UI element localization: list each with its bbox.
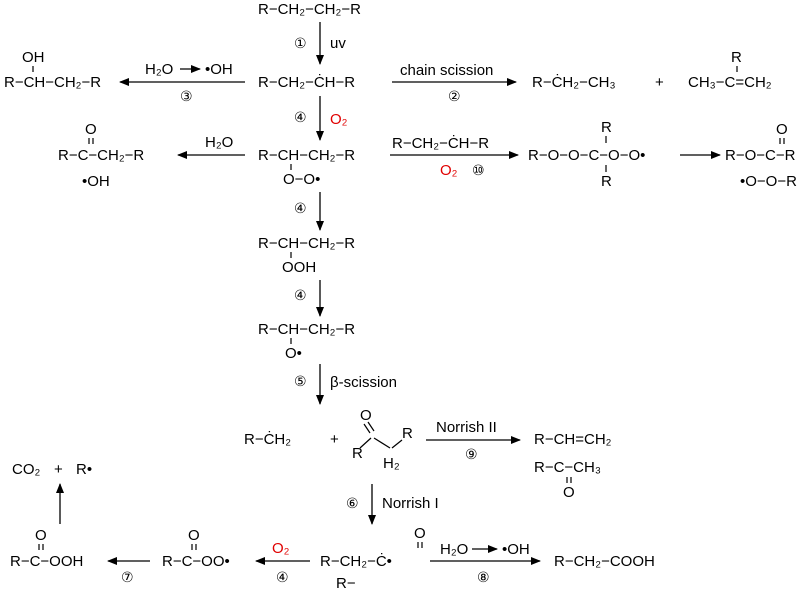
ester-structure: R−O−C−R	[725, 147, 796, 164]
chain-scission-label: chain scission	[400, 62, 493, 79]
alcohol-structure: R−CH−CH₂−R	[4, 74, 101, 91]
alkyl-radical-structure: R−CH₂−ĊH−R	[258, 73, 355, 91]
step-10-number: ⑩	[472, 163, 485, 179]
acylperoxy-o-group: O	[188, 527, 200, 544]
peroxy-radical-structure: R−CH−CH₂−R	[258, 147, 355, 164]
alkene-structure: CH₃−C=CH₂	[688, 74, 772, 91]
dialkyl-r-top: R	[601, 119, 612, 136]
ketone2-r-right: R	[402, 425, 413, 442]
step-2-number: ②	[448, 89, 461, 105]
chain-radical-structure: R−ĊH₂−CH₃	[532, 73, 616, 91]
methyl-radical-structure: R−ĊH₂	[244, 430, 291, 448]
h2o-label-ketone: H₂O	[205, 134, 233, 151]
step-5-number: ⑤	[294, 374, 307, 390]
o2-label-a: O₂	[330, 111, 348, 128]
step-3-number: ③	[180, 89, 193, 105]
hydroperoxide-ooh-group: OOH	[282, 259, 316, 276]
ester-o-group: O	[776, 121, 788, 138]
oh-radical-label-step-8: •OH	[502, 541, 530, 558]
ester-oor-group: •O−O−R	[740, 173, 797, 190]
uv-label: uv	[330, 35, 346, 52]
norrish2-o-group: O	[563, 484, 575, 501]
ketone-structure: R−C−CH₂−R	[58, 147, 144, 164]
oh-radical-label-step-3: •OH	[205, 61, 233, 78]
ketone2-h2: H₂	[383, 455, 400, 472]
ketone2-o-group: O	[360, 407, 372, 424]
h2o-label-step-3: H₂O	[145, 61, 173, 78]
ketone-oh-group: •OH	[82, 173, 110, 190]
acyl-r-radical: R−	[336, 575, 356, 592]
o2-label-d: O₂	[272, 540, 290, 557]
beta-scission-label: β-scission	[330, 374, 397, 391]
alkoxy-radical-structure: R−CH−CH₂−R	[258, 321, 355, 338]
polymer-structure: R−CH₂−CH₂−R	[258, 1, 361, 18]
step-9-number: ⑨	[465, 447, 478, 463]
peracid-structure: R−C−OOH	[10, 553, 83, 570]
ketone2-r-left: R	[352, 445, 363, 462]
radical-attack-structure: R−CH₂−ĊH−R	[392, 134, 489, 152]
step-6-number: ⑥	[346, 496, 359, 512]
step-4-number-c: ④	[294, 288, 307, 304]
norrish2-ketone-structure: R−C−CH₃	[534, 459, 601, 476]
r-radical-product: R•	[76, 461, 92, 478]
dialkyl-peroxide-structure: R−O−O−C−O−O•	[528, 147, 645, 164]
acyl-o-group: O	[414, 525, 426, 542]
o2-label-step-10: O₂	[440, 162, 458, 179]
co2-product: CO₂	[12, 461, 41, 478]
norrish-i-label: Norrish I	[382, 495, 439, 512]
step-1-number: ①	[294, 36, 307, 52]
acylperoxy-structure: R−C−OO•	[162, 553, 230, 570]
alcohol-oh-group: OH	[22, 49, 45, 66]
peracid-o-group: O	[35, 527, 47, 544]
h2o-label-step-8: H₂O	[440, 541, 468, 558]
carboxylic-acid-structure: R−CH₂−COOH	[554, 553, 655, 570]
step-4-number-d: ④	[276, 570, 289, 586]
plus-sign: +	[655, 74, 664, 91]
plus-sign-2: +	[330, 431, 339, 448]
step-4-number-a: ④	[294, 110, 307, 126]
step-4-number-b: ④	[294, 201, 307, 217]
dialkyl-r-bottom: R	[601, 173, 612, 190]
alkene-r-group: R	[731, 49, 742, 66]
hydroperoxide-structure: R−CH−CH₂−R	[258, 235, 355, 252]
plus-sign-3: +	[54, 461, 63, 478]
norrish2-alkene-structure: R−CH=CH₂	[534, 431, 612, 448]
peroxy-oo-group: O−O•	[283, 171, 320, 188]
step-7-number: ⑦	[121, 570, 134, 586]
acyl-radical-structure: R−CH₂−Ċ•	[320, 552, 392, 570]
norrish-ii-label: Norrish II	[436, 419, 497, 436]
alkoxy-o-group: O•	[285, 345, 302, 362]
step-8-number: ⑧	[477, 570, 490, 586]
ketone-o-group: O	[85, 121, 97, 138]
